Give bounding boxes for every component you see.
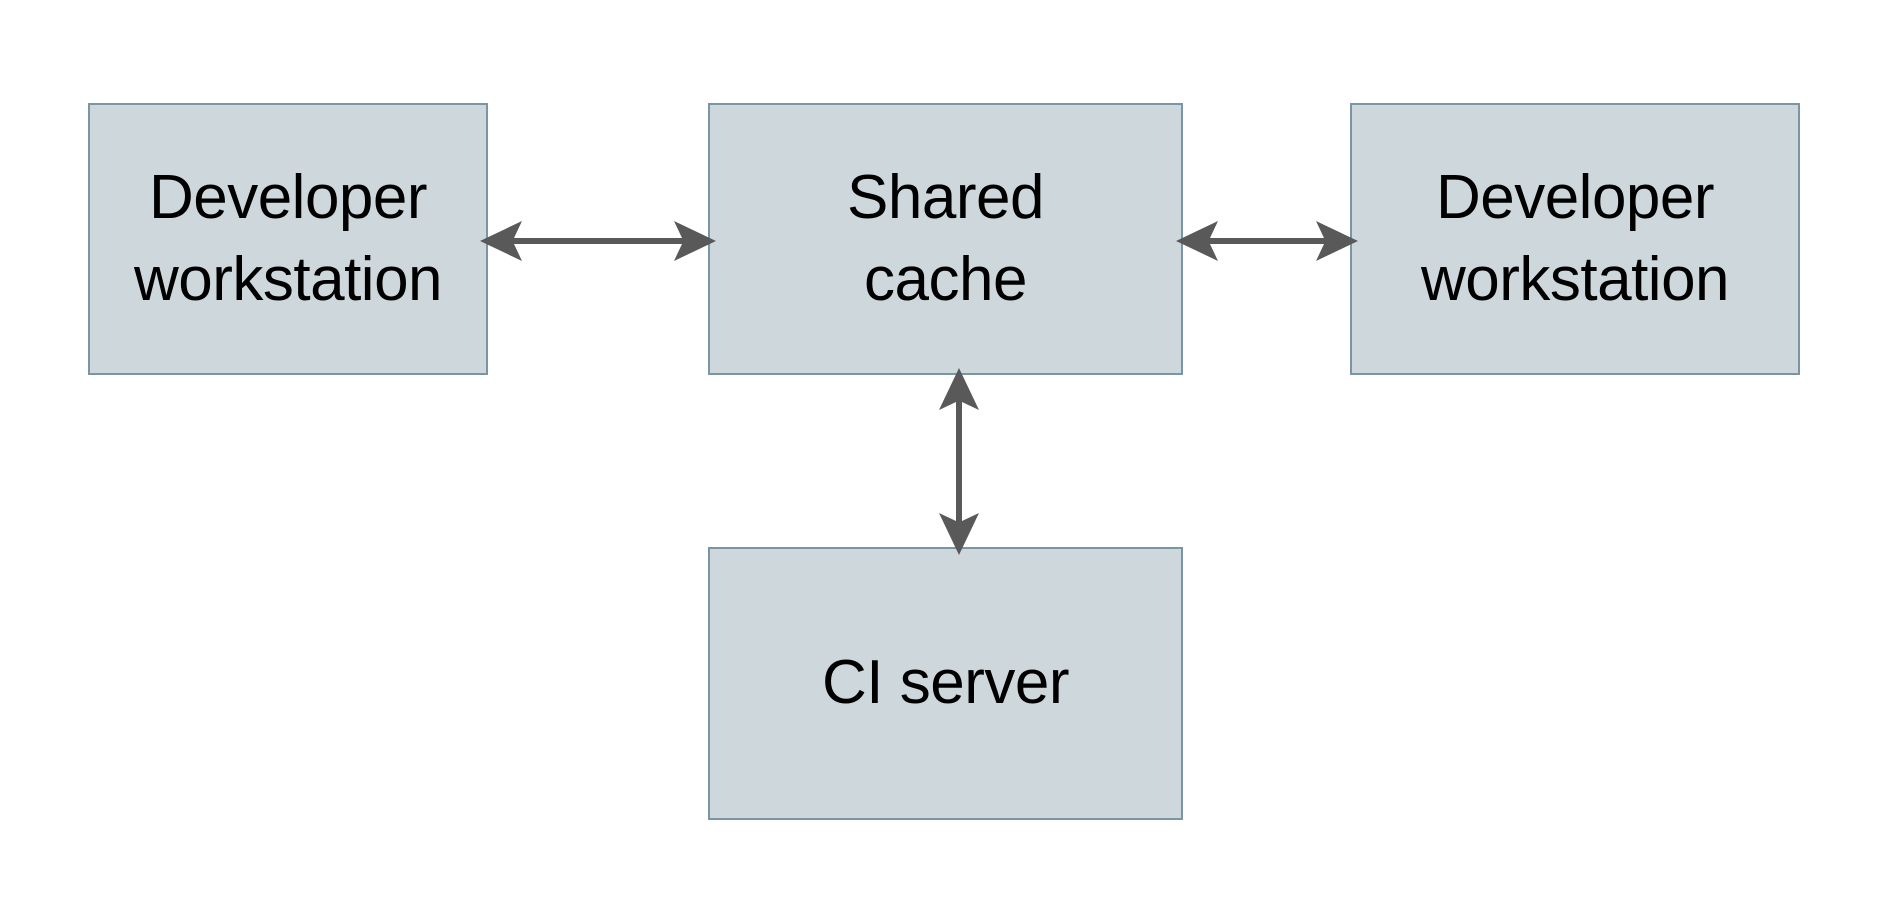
node-developer-workstation-left[interactable]: Developer workstation (88, 103, 488, 375)
node-label: Shared cache (847, 162, 1044, 314)
node-label: Developer workstation (133, 162, 443, 314)
double-arrow-icon (939, 368, 979, 555)
node-shared-cache[interactable]: Shared cache (708, 103, 1183, 375)
double-arrow-icon (1176, 221, 1358, 261)
connector-cache-to-workstation[interactable] (1176, 215, 1358, 267)
node-developer-workstation-right[interactable]: Developer workstation (1350, 103, 1800, 375)
node-label: Developer workstation (1420, 162, 1730, 314)
node-label: CI server (822, 648, 1069, 718)
node-ci-server[interactable]: CI server (708, 547, 1183, 820)
connector-workstation-to-cache[interactable] (480, 215, 716, 267)
double-arrow-icon (480, 221, 716, 261)
connector-cache-to-ci-server[interactable] (933, 368, 985, 555)
